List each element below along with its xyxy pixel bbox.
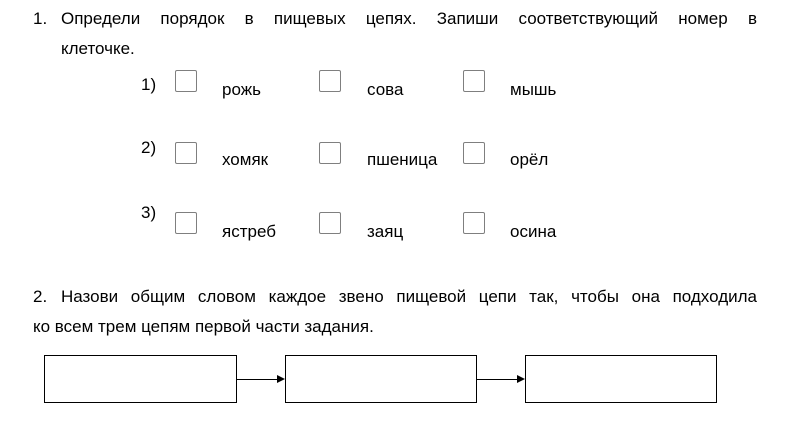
- chain-2-word-1: хомяк: [222, 150, 269, 169]
- arrow-1-line: [237, 379, 277, 380]
- arrow-2-line: [477, 379, 517, 380]
- arrow-2-head-icon: [517, 375, 525, 383]
- answer-box-2[interactable]: [285, 355, 477, 403]
- chain-row-3-label: 3): [141, 203, 157, 222]
- task-1-number: 1.: [33, 9, 48, 28]
- answer-box-1[interactable]: [44, 355, 237, 403]
- chain-1-word-2: сова: [367, 80, 404, 99]
- chain-1-box-3[interactable]: [463, 70, 485, 92]
- chain-2-word-2: пшеница: [367, 150, 438, 169]
- task-2-text-line-1: Назови общим словом каждое звено пищевой…: [61, 287, 757, 306]
- chain-1-box-2[interactable]: [319, 70, 341, 92]
- chain-3-box-3[interactable]: [463, 212, 485, 234]
- task-2-number: 2.: [33, 287, 48, 306]
- answer-box-3[interactable]: [525, 355, 717, 403]
- chain-1-word-1: рожь: [222, 80, 261, 99]
- chain-row-2-label: 2): [141, 138, 157, 157]
- chain-row-1-label: 1): [141, 75, 157, 94]
- task-2-text-line-2: ко всем трем цепям первой части задания.: [33, 317, 374, 336]
- chain-2-box-3[interactable]: [463, 142, 485, 164]
- chain-3-word-1: ястреб: [222, 222, 276, 241]
- chain-2-box-2[interactable]: [319, 142, 341, 164]
- arrow-1-head-icon: [277, 375, 285, 383]
- task-1-text-line-1: Определи порядок в пищевых цепях. Запиши…: [61, 9, 757, 28]
- chain-2-box-1[interactable]: [175, 142, 197, 164]
- chain-3-box-2[interactable]: [319, 212, 341, 234]
- task-1-text-line-2: клеточке.: [61, 39, 135, 58]
- chain-2-word-3: орёл: [510, 150, 549, 169]
- chain-3-box-1[interactable]: [175, 212, 197, 234]
- chain-3-word-3: осина: [510, 222, 557, 241]
- chain-1-word-3: мышь: [510, 80, 557, 99]
- chain-3-word-2: заяц: [367, 222, 404, 241]
- chain-1-box-1[interactable]: [175, 70, 197, 92]
